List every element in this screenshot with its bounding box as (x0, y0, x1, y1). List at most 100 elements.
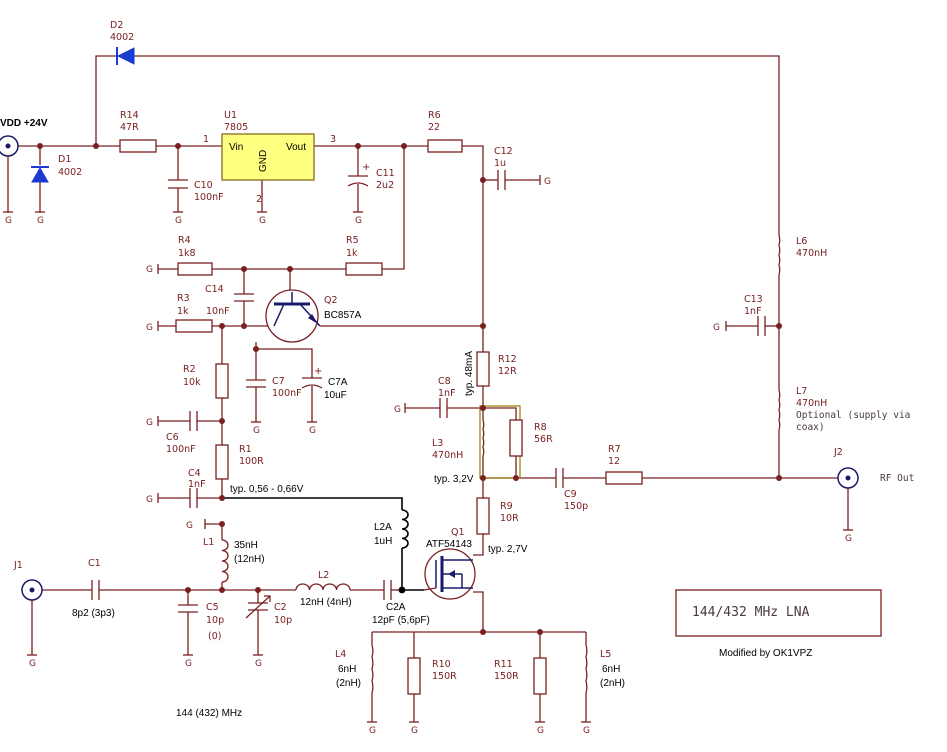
c7a-val: 10uF (324, 390, 347, 401)
svg-text:+: + (362, 162, 370, 173)
r12-ref: R12 (498, 354, 517, 365)
q2-val: BC857A (324, 310, 362, 321)
q2-ref: Q2 (324, 295, 338, 306)
svg-text:+: + (314, 366, 322, 377)
d1-ref: D1 (58, 154, 71, 165)
c11-ref: C11 (376, 168, 395, 179)
gnd-label: G (845, 534, 852, 544)
r7-ref: R7 (608, 444, 621, 455)
r11-ref: R11 (494, 659, 513, 670)
c4-ref: C4 (188, 468, 201, 479)
r7-val: 12 (608, 456, 620, 467)
diode-d2: D2 4002 (110, 20, 135, 65)
gnd-label: G (146, 323, 153, 333)
capacitor-c4: G C4 1nF (146, 468, 206, 508)
l3-val: 470nH (432, 450, 463, 461)
inductor-l7: L7 470nH Optional (supply via coax) (778, 386, 910, 433)
c7a-ref: C7A (328, 377, 348, 388)
capacitor-c10: C10 100nF (168, 179, 224, 203)
l2a-ref: L2A (374, 522, 392, 533)
c4-val: 1nF (188, 479, 206, 490)
r12-val: 12R (498, 366, 517, 377)
capacitor-c8: G C8 1nF (394, 376, 456, 418)
gnd-label: G (146, 265, 153, 275)
capacitor-c11: + C11 2u2 (347, 162, 395, 191)
r8-val: 56R (534, 434, 553, 445)
j1-ref: J1 (13, 560, 23, 571)
c11-val: 2u2 (376, 180, 394, 191)
capacitor-c7a: + C7A 10uF (301, 366, 348, 401)
title-box-text: 144/432 MHz LNA (692, 605, 810, 620)
gnd-label: G (259, 216, 266, 226)
r1-val: 100R (239, 456, 264, 467)
gnd-label: G (255, 659, 262, 669)
r9-ref: R9 (500, 501, 513, 512)
c14-ref: C14 (205, 284, 224, 295)
resistor-r4: R4 1k8 G (146, 235, 213, 276)
resistor-r1: R1 100R (215, 444, 264, 480)
r3-val: 1k (177, 306, 189, 317)
l5-ref: L5 (600, 649, 611, 660)
gnd-label: G (537, 726, 544, 736)
l1-ref: L1 (203, 537, 214, 548)
c10-val: 100nF (194, 192, 224, 203)
j2-ref: J2 (833, 447, 843, 458)
r10-ref: R10 (432, 659, 451, 670)
u1-vin: Vin (229, 142, 243, 153)
gate-bias-wire (222, 497, 424, 591)
gnd-label: G (146, 495, 153, 505)
inductor-l3: L3 470nH (432, 419, 485, 461)
c2-val: 10p (274, 615, 292, 626)
resistor-r8: R8 56R (509, 419, 553, 457)
resistor-r6: R6 22 (427, 110, 463, 153)
band-label: 144 (432) MHz (176, 708, 242, 719)
c12-val: 1u (494, 158, 506, 169)
rf-out-label: RF Out (880, 473, 914, 484)
d2-ref: D2 (110, 20, 123, 31)
q1-val: ATF54143 (426, 539, 472, 550)
regulator-u1: U1 7805 Vin Vout GND 1 2 3 (203, 110, 336, 205)
r14-val: 47R (120, 122, 139, 133)
r4-ref: R4 (178, 235, 191, 246)
u1-ref: U1 (224, 110, 237, 121)
connector-j1: J1 (13, 560, 43, 601)
capacitor-c5: C5 10p (0) (178, 602, 224, 642)
r1-ref: R1 (239, 444, 252, 455)
r3-ref: R3 (177, 293, 190, 304)
u1-val: 7805 (224, 122, 248, 133)
d2-val: 4002 (110, 32, 134, 43)
diode-d1: D1 4002 (31, 154, 82, 183)
l4-ref: L4 (335, 649, 346, 660)
typ-bias-label: typ. 0,56 - 0,66V (230, 484, 304, 495)
l1-val1: 35nH (234, 540, 258, 551)
l2-ref: L2 (318, 570, 329, 581)
gnd-label: G (355, 216, 362, 226)
c5-val2: (0) (208, 631, 221, 642)
resistor-r11: R11 150R (494, 657, 547, 695)
u1-pin2: 2 (256, 194, 262, 205)
gnd-label: G (37, 216, 44, 226)
r11-val: 150R (494, 671, 519, 682)
l7-val: 470nH (796, 398, 827, 409)
l6-ref: L6 (796, 236, 807, 247)
l2-val: 12nH (4nH) (300, 597, 352, 608)
gnd-label: G (185, 659, 192, 669)
l7-ref: L7 (796, 386, 807, 397)
resistor-r9: R9 10R (476, 497, 519, 535)
resistor-r7: R7 12 (605, 444, 643, 485)
l7-note2: coax) (796, 422, 825, 433)
c14-val: 10nF (206, 306, 230, 317)
l6-val: 470nH (796, 248, 827, 259)
r2-ref: R2 (183, 364, 196, 375)
ground-symbols: G G G G G G G G G G G G G G G (3, 211, 853, 736)
c5-val: 10p (206, 615, 224, 626)
gnd-label: G (583, 726, 590, 736)
wiring (18, 55, 849, 722)
c13-ref: C13 (744, 294, 763, 305)
gnd-label: G (713, 323, 720, 333)
typ-source-label: typ. 2,7V (488, 544, 528, 555)
transistor-q2: Q2 BC857A (265, 289, 362, 343)
c1-ref: C1 (88, 558, 101, 569)
c13-val: 1nF (744, 306, 762, 317)
gnd-label: G (411, 726, 418, 736)
